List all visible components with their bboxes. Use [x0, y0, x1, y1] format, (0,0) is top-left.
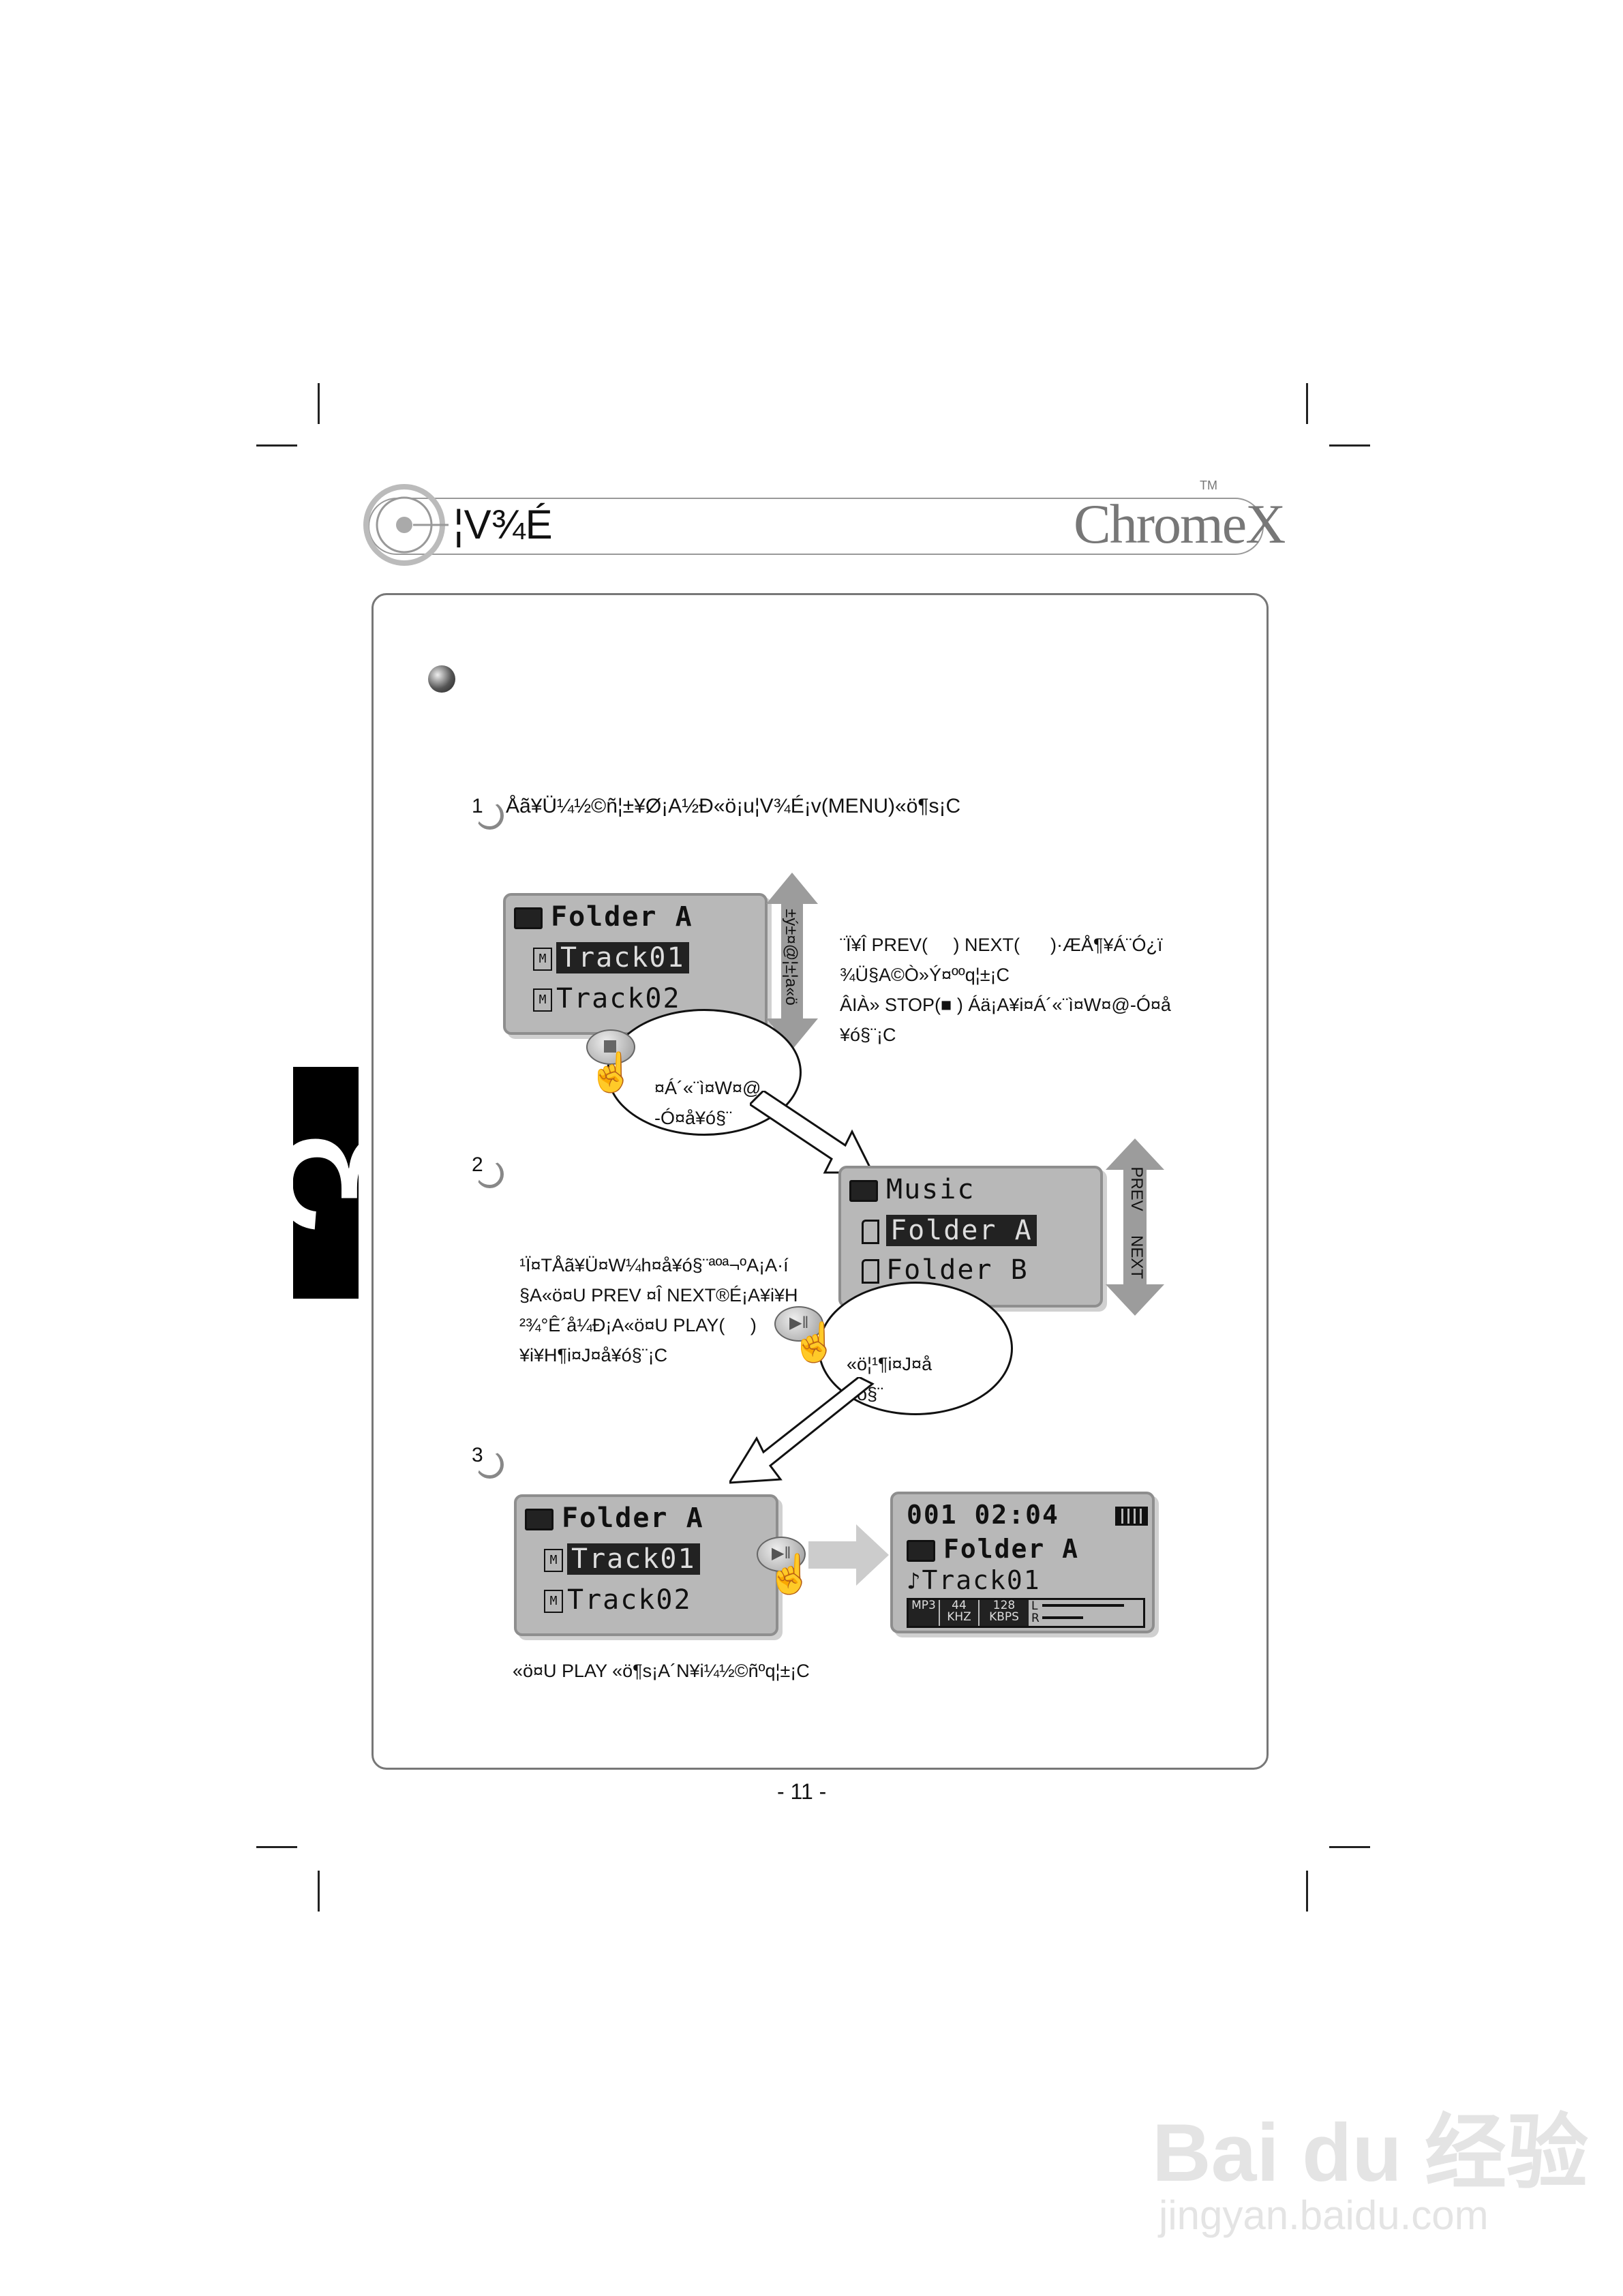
brand-trademark: TM	[1200, 479, 1217, 493]
step1-instruction: Åã¥Ü¼½©ñ¦±¥Ø¡A½Ð«ö¡u¦V¾É¡v(MENU)«ö¶s¡C	[506, 795, 960, 818]
bullet-ball-icon	[428, 665, 455, 693]
watermark-url: jingyan.baidu.com	[1159, 2192, 1489, 2239]
lcd-screen-playing: 001 02:04 Folder A ♪Track01 MP3 44 KHZ 1…	[890, 1492, 1155, 1633]
crop-mark	[1329, 1846, 1370, 1848]
right-arrow-icon	[808, 1524, 890, 1586]
step-number: 3	[472, 1444, 499, 1471]
prev-label: PREV	[1127, 1158, 1146, 1220]
side-arrow-label: ±ý±¤@¦±¦a«ö	[781, 889, 800, 1025]
crop-mark	[256, 1846, 297, 1848]
music-file-icon: M	[533, 948, 552, 971]
brand-logo: ChromeX	[1074, 492, 1284, 556]
crop-mark	[318, 383, 320, 424]
flow-arrow-icon	[729, 1377, 879, 1486]
crop-mark	[318, 1871, 320, 1912]
status-strip: MP3 44 KHZ 128 KBPS L R	[907, 1598, 1145, 1628]
crop-mark	[1329, 444, 1370, 447]
folder-outline-icon	[862, 1220, 879, 1244]
crop-mark	[1306, 383, 1308, 424]
folder-icon	[514, 907, 543, 929]
battery-icon	[1115, 1507, 1148, 1526]
next-label: NEXT	[1127, 1226, 1146, 1288]
crop-mark	[1306, 1871, 1308, 1912]
hand-pointer-icon: ☝	[766, 1552, 814, 1597]
page-title: ¦V¾É	[453, 498, 553, 552]
folder-icon	[525, 1509, 553, 1530]
folder-outline-icon	[862, 1259, 879, 1284]
folder-icon	[849, 1180, 878, 1202]
music-file-icon: M	[544, 1590, 563, 1613]
hand-pointer-icon: ☝	[791, 1320, 838, 1365]
step-number: 2	[472, 1153, 499, 1181]
step-number: 1	[472, 795, 499, 822]
music-file-icon: M	[533, 988, 552, 1012]
bubble-text: ¤Á´«¨ì¤W¤@-Ó¤å¥ó§¨	[654, 1043, 761, 1163]
level-meter-r	[1042, 1616, 1083, 1619]
level-meter-l	[1042, 1604, 1124, 1607]
music-note-icon: ♪	[907, 1568, 922, 1595]
chapter-tab: 3	[293, 1067, 359, 1299]
step3-caption: «ö¤U PLAY «ö¶s¡A´N¥i¼½©ñºq¦±¡C	[513, 1661, 810, 1682]
step2-note: ¹Ï¤TÅã¥Ü¤W¼h¤å¥ó§¨ªºª¬ºA¡A·í§A«ö¤U PREV …	[519, 1220, 798, 1400]
hand-pointer-icon: ☝	[588, 1050, 635, 1095]
page-number: - 11 -	[777, 1779, 826, 1804]
header-ring-icon	[360, 481, 449, 569]
folder-icon	[907, 1540, 935, 1562]
watermark-logo: Bai du 经验	[1152, 2086, 1588, 2205]
music-file-icon: M	[544, 1549, 563, 1572]
crop-mark	[256, 444, 297, 447]
